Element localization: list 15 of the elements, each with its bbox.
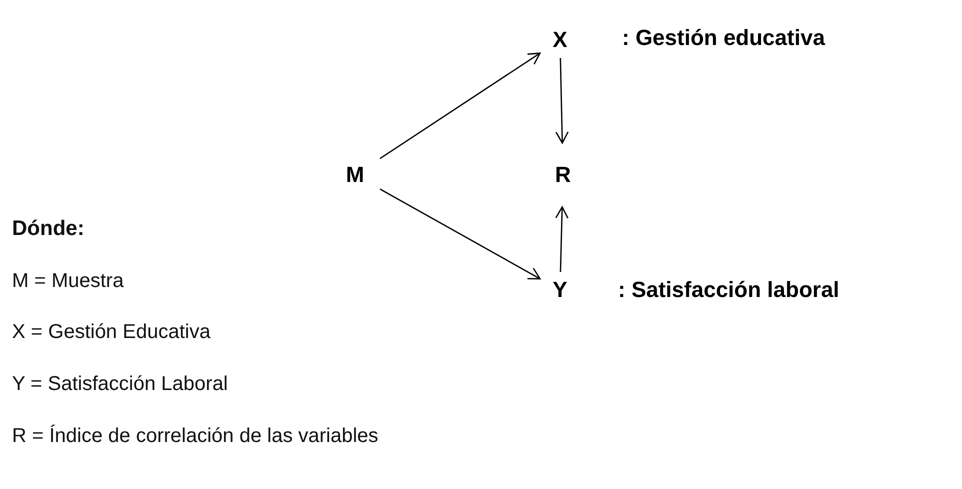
variable-description: : Gestión educativa — [622, 27, 825, 49]
variable-letter: M — [346, 164, 364, 186]
legend-entry: R = Índice de correlación de las variables — [12, 426, 378, 446]
variable-letter: X — [552, 29, 568, 51]
variable-description: : Satisfacción laboral — [618, 279, 840, 301]
variable-letter: R — [555, 164, 571, 186]
arrow — [555, 206, 569, 272]
arrow — [380, 188, 541, 280]
legend-entry: X = Gestión Educativa — [12, 322, 210, 342]
variable-letter: Y — [552, 279, 568, 301]
legend-heading: Dónde: — [12, 218, 84, 239]
legend-entry: Y = Satisfacción Laboral — [12, 374, 228, 394]
arrow — [555, 58, 569, 144]
arrow — [380, 52, 541, 160]
legend-entry: M = Muestra — [12, 271, 124, 291]
